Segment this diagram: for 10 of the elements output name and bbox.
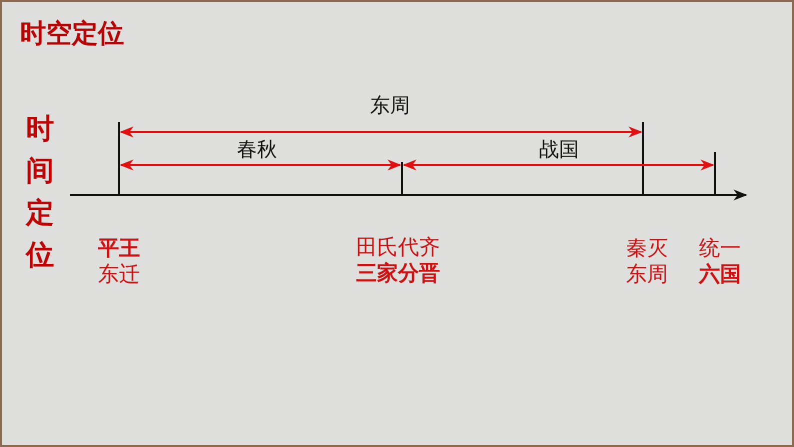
event-label: 三家分晋 xyxy=(356,261,440,286)
period-label: 春秋 xyxy=(237,138,277,161)
event-label: 田氏代齐 xyxy=(356,235,440,260)
period-label: 东周 xyxy=(370,94,410,117)
title: 时空定位 xyxy=(20,20,124,50)
vertical-label: 时间定位 xyxy=(26,111,55,273)
period-label: 战国 xyxy=(539,138,579,161)
event-label: 秦灭东周 xyxy=(626,235,669,288)
event-label: 统一六国 xyxy=(699,235,742,288)
event-label: 平王东迁 xyxy=(98,235,141,288)
